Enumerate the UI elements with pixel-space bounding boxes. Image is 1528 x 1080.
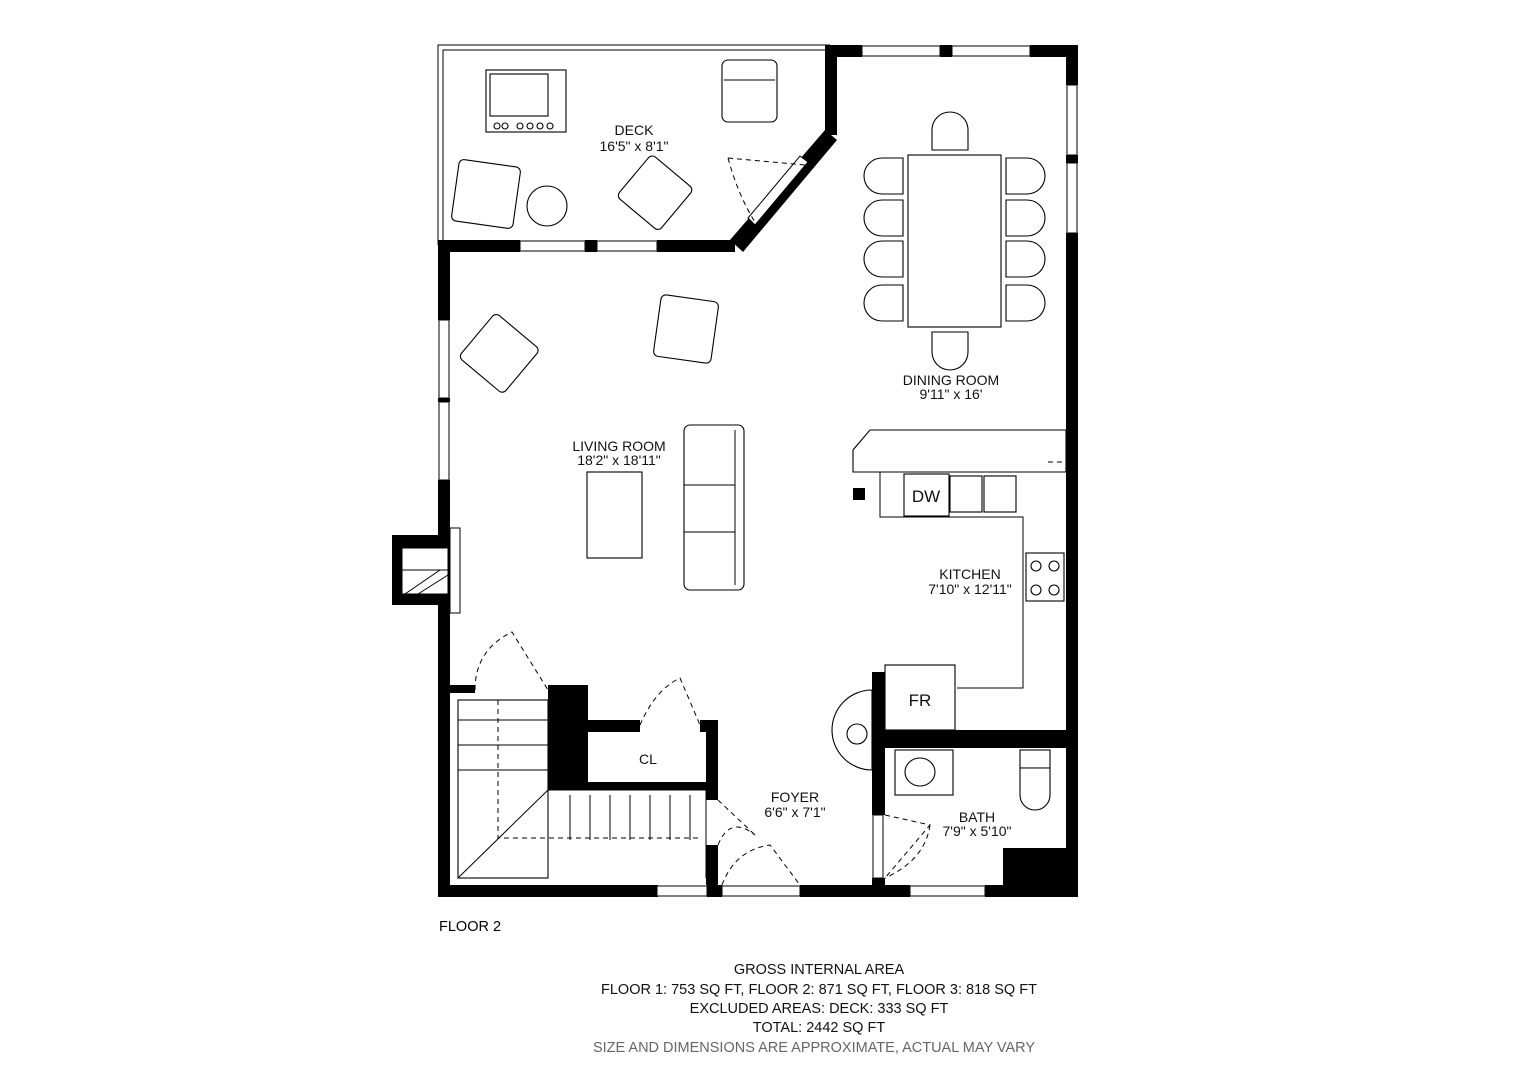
summary-excluded: EXCLUDED AREAS: DECK: 333 SQ FT [690,1001,949,1017]
fireplace [401,547,449,595]
kitchen-fixtures [831,429,1067,771]
deck-dims: 16'5" x 8'1" [600,138,669,154]
dining-table-set [863,111,1046,371]
deck-label: DECK [615,122,655,138]
area-summary: GROSS INTERNAL AREA FLOOR 1: 753 SQ FT, … [593,962,1037,1056]
floor-label: FLOOR 2 [439,919,501,935]
room-labels: DECK 16'5" x 8'1" DINING ROOM 9'11" x 16… [572,122,1011,839]
bath-fixtures [894,749,1051,811]
deck-furniture [451,59,778,230]
doors [474,157,931,886]
kitchen-dims: 7'10" x 12'11" [928,581,1012,597]
summary-disclaimer: SIZE AND DIMENSIONS ARE APPROXIMATE, ACT… [593,1040,1035,1056]
dishwasher-label: DW [912,487,940,506]
grill-knobs [493,122,554,130]
dining-label: DINING ROOM [903,372,999,388]
bath-dims: 7'9" x 5'10" [943,823,1012,839]
living-label: LIVING ROOM [572,438,665,454]
stairs [457,699,707,879]
kitchen-label: KITCHEN [939,566,1000,582]
living-furniture [459,294,745,591]
foyer-label: FOYER [771,789,819,805]
dining-dims: 9'11" x 16' [920,386,983,402]
summary-title: GROSS INTERNAL AREA [734,962,905,978]
living-dims: 18'2" x 18'11" [577,452,661,468]
fridge-label: FR [909,691,932,710]
deck-outline [437,44,830,245]
summary-total: TOTAL: 2442 SQ FT [753,1020,886,1036]
bath-label: BATH [959,809,995,825]
windows [438,45,1078,897]
closet-label: CL [639,751,657,767]
foyer-dims: 6'6" x 7'1" [764,804,825,820]
summary-floors: FLOOR 1: 753 SQ FT, FLOOR 2: 871 SQ FT, … [601,982,1037,998]
